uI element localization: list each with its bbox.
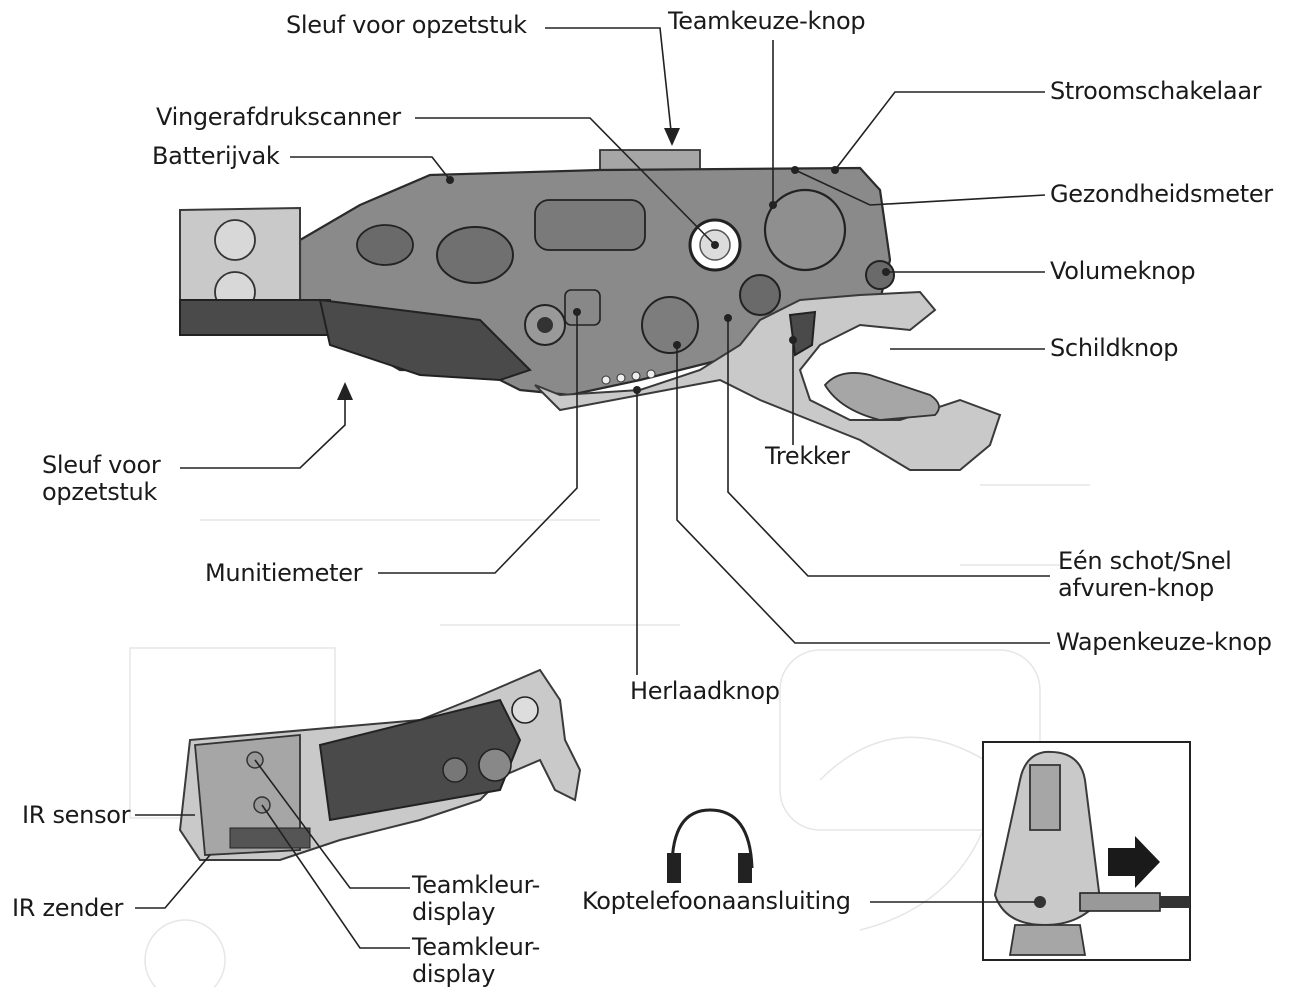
label-herlaadknop: Herlaadknop [630,678,780,705]
small-device-illustration [180,670,580,860]
label-gezondheidsmeter: Gezondheidsmeter [1050,181,1273,208]
label-koptelefoonaansluiting: Koptelefoonaansluiting [582,888,851,915]
label-teamkleur-display-1: Teamkleur- display [412,872,540,926]
label-trekker: Trekker [765,443,850,470]
label-ir-sensor: IR sensor [22,802,130,829]
label-batterijvak: Batterijvak [152,143,279,170]
label-teamkleur-display-2: Teamkleur- display [412,934,540,988]
label-munitiemeter: Munitiemeter [205,560,362,587]
label-volumeknop: Volumeknop [1050,258,1195,285]
label-een-schot-snel-afvuren-knop: Eén schot/Snel afvuren-knop [1058,548,1232,602]
headphones-icon [667,810,752,883]
label-vingerafdrukscanner: Vingerafdrukscanner [156,104,401,131]
label-stroomschakelaar: Stroomschakelaar [1050,78,1261,105]
label-wapenkeuze-knop: Wapenkeuze-knop [1056,629,1272,656]
label-sleuf-voor-opzetstuk-top: Sleuf voor opzetstuk [286,12,527,39]
label-schildknop: Schildknop [1050,335,1178,362]
label-ir-zender: IR zender [12,895,123,922]
label-sleuf-voor-opzetstuk-left: Sleuf voor opzetstuk [42,452,160,506]
label-teamkeuze-knop: Teamkeuze-knop [668,8,865,35]
main-device-illustration [180,150,1000,470]
jack-inset [870,742,1190,960]
